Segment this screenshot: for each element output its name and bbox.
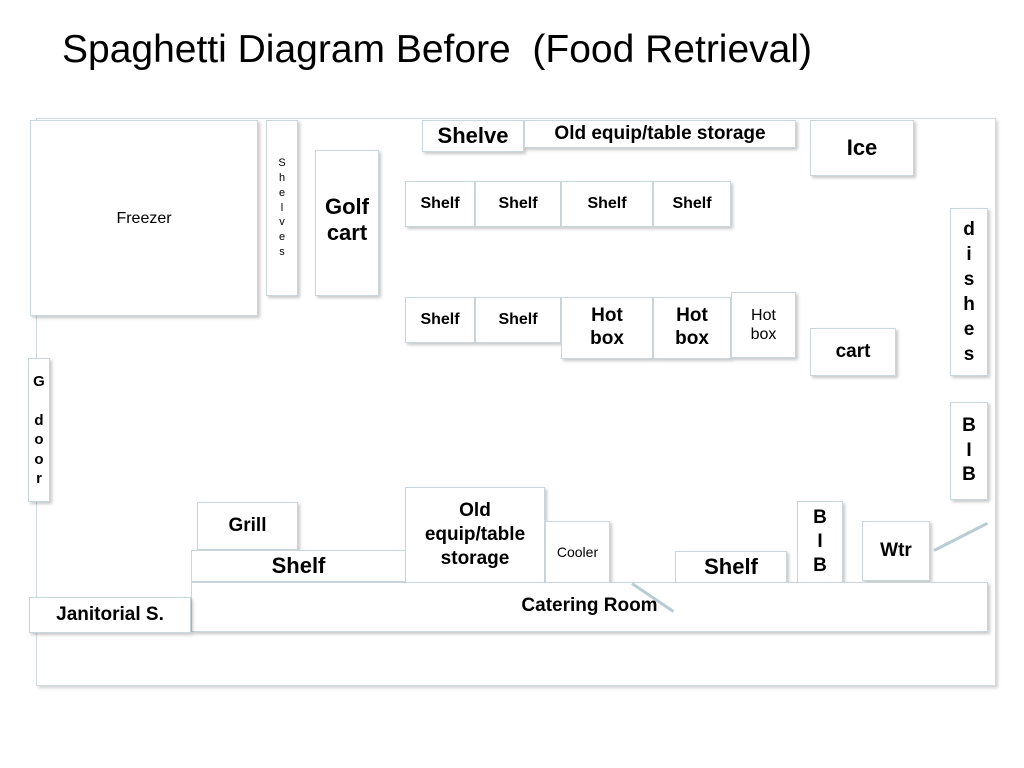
catering-room: Catering Room [191,582,988,632]
freezer: Freezer [30,120,258,316]
shelf-label: Shelf [672,195,712,213]
cart-label: cart [835,340,871,362]
shelf-bottom-right: Shelf [675,551,787,583]
bib-bottom-label: B I B [813,507,827,576]
cooler: Cooler [545,521,610,583]
hot-box-3: Hot box [731,292,796,358]
shelf-label: Shelf [498,195,538,213]
wtr: Wtr [862,521,930,581]
hot-box-1: Hot box [561,297,653,359]
page-title: Spaghetti Diagram Before (Food Retrieval… [62,28,813,71]
dishes-label: d i s h e s [963,218,975,366]
dishes: d i s h e s [950,208,988,376]
old-equip-storage-bottom: Old equip/table storage [405,487,545,583]
shelf-bottom-left-label: Shelf [271,552,326,578]
hot-box-label: Hot box [590,305,624,349]
golf-cart-label: Golf cart [325,193,369,245]
shelve-top-label: Shelve [437,122,509,148]
janitorial-storage: Janitorial S. [29,597,191,633]
shelves-vertical: S h e l v e s [266,120,298,296]
hot-box-label: Hot box [675,305,709,349]
shelf-row1-2: Shelf [475,181,561,227]
janitorial-storage-label: Janitorial S. [56,603,164,625]
shelf-bottom-right-label: Shelf [704,553,758,579]
ice-label: Ice [846,134,878,160]
shelf-row1-4: Shelf [653,181,731,227]
cooler-label: Cooler [556,543,599,560]
shelf-label: Shelf [420,311,460,329]
grill-label: Grill [228,514,267,536]
bib-right-label: B I B [962,414,976,486]
old-equip-storage-top: Old equip/table storage [524,120,796,148]
shelf-label: Shelf [498,311,538,329]
shelf-row1-1: Shelf [405,181,475,227]
shelf-row1-3: Shelf [561,181,653,227]
shelf-bottom-left: Shelf [191,550,406,582]
shelf-row2-2: Shelf [475,297,561,343]
g-door: G d o o r [28,358,50,502]
shelf-row2-1: Shelf [405,297,475,343]
old-equip-storage-top-label: Old equip/table storage [554,122,766,144]
hot-box-label: Hot box [750,306,777,343]
bib-right: B I B [950,402,988,500]
shelf-label: Shelf [587,195,627,213]
shelve-top: Shelve [422,120,524,152]
shelf-label: Shelf [420,195,460,213]
g-door-label: G d o o r [33,372,45,488]
shelves-vertical-label: S h e l v e s [278,157,286,259]
golf-cart: Golf cart [315,150,379,296]
grill: Grill [197,502,298,550]
bib-bottom: B I B [797,501,843,583]
wtr-label: Wtr [880,539,912,561]
freezer-label: Freezer [116,210,172,227]
old-equip-storage-bottom-label: Old equip/table storage [424,500,526,569]
ice: Ice [810,120,914,176]
cart: cart [810,328,896,376]
catering-room-label: Catering Room [521,595,658,616]
hot-box-2: Hot box [653,297,731,359]
